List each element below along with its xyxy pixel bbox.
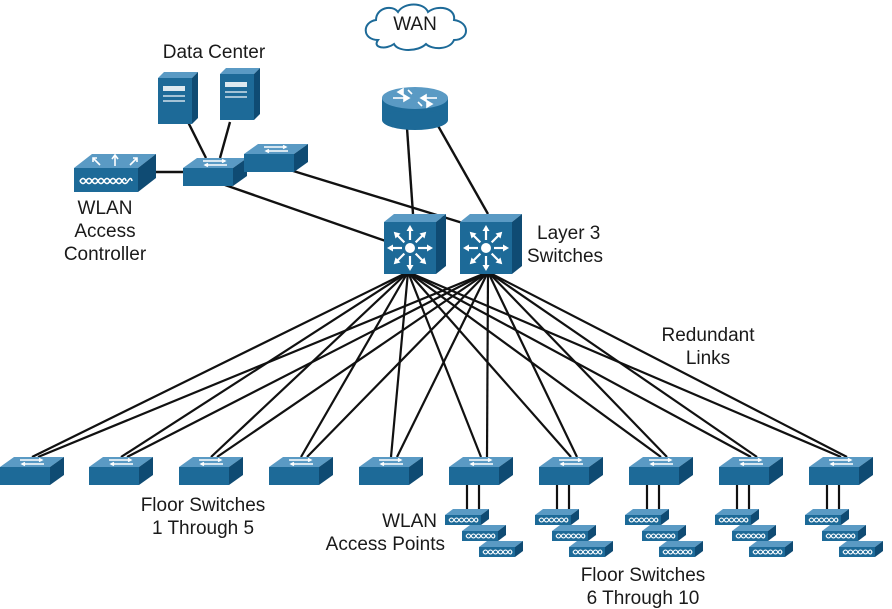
access-point-icon — [568, 540, 614, 558]
data-center-label: Data Center — [162, 42, 266, 63]
cloud-icon — [364, 3, 467, 51]
redundant-link — [216, 271, 489, 458]
redundant-link — [306, 271, 489, 458]
redundant-link — [407, 271, 662, 458]
server1-link — [186, 121, 208, 159]
floor-switch-icon — [268, 456, 334, 486]
access-point-icon — [534, 508, 580, 526]
floor-switch-icon — [628, 456, 694, 486]
access-point-icon — [821, 524, 867, 542]
floor-switch-icon — [718, 456, 784, 486]
redundant-link — [407, 270, 842, 459]
access-point-icon — [551, 524, 597, 542]
router-to-core2-link — [435, 123, 490, 215]
access-point-icon — [478, 540, 524, 558]
wireless-controller-icon — [74, 153, 156, 192]
access-point-icon — [714, 508, 760, 526]
access-point-icon — [731, 524, 777, 542]
access-point-icon — [444, 508, 490, 526]
access-point-icon — [658, 540, 704, 558]
layer3-switch-icon — [460, 214, 522, 274]
redundant-link — [31, 271, 409, 458]
access-point-icon — [624, 508, 670, 526]
floor-switch-icon — [358, 456, 424, 486]
access-point-icon — [838, 540, 884, 558]
access-point-icon — [641, 524, 687, 542]
redundant-link — [406, 271, 483, 458]
floor-switch-icon — [538, 456, 604, 486]
floor-switch-icon — [88, 456, 154, 486]
floor-switch-icon — [448, 456, 514, 486]
redundant-link — [487, 271, 578, 458]
floor-switch-icon — [808, 456, 874, 486]
access-point-icon — [804, 508, 850, 526]
redundant-link — [487, 271, 848, 458]
redundant-link — [407, 271, 752, 458]
layer3-switch-icon — [384, 214, 446, 274]
router-to-core1-link — [405, 127, 415, 215]
floor-switch-icon — [178, 456, 244, 486]
redundant-link — [300, 271, 409, 458]
redundant-links — [31, 270, 848, 459]
switch-icon — [243, 143, 309, 173]
floor-switch-icon — [0, 456, 65, 486]
ap-links — [465, 485, 841, 509]
dc-to-core1-link — [224, 183, 401, 248]
redundant-link — [396, 271, 489, 458]
redundant-link — [120, 271, 409, 458]
redundant-link — [389, 271, 410, 458]
router-icon — [382, 87, 448, 130]
access-point-icon — [748, 540, 794, 558]
server-icon — [158, 72, 198, 124]
redundant-link — [407, 271, 572, 458]
redundant-link — [485, 271, 490, 458]
redundant-link — [126, 271, 489, 458]
wan-label: WAN — [393, 14, 437, 35]
server2-link — [218, 121, 232, 159]
access-point-icon — [461, 524, 507, 542]
server-icon — [220, 68, 260, 120]
switch-icon — [182, 157, 248, 187]
redundant-link — [210, 271, 409, 458]
